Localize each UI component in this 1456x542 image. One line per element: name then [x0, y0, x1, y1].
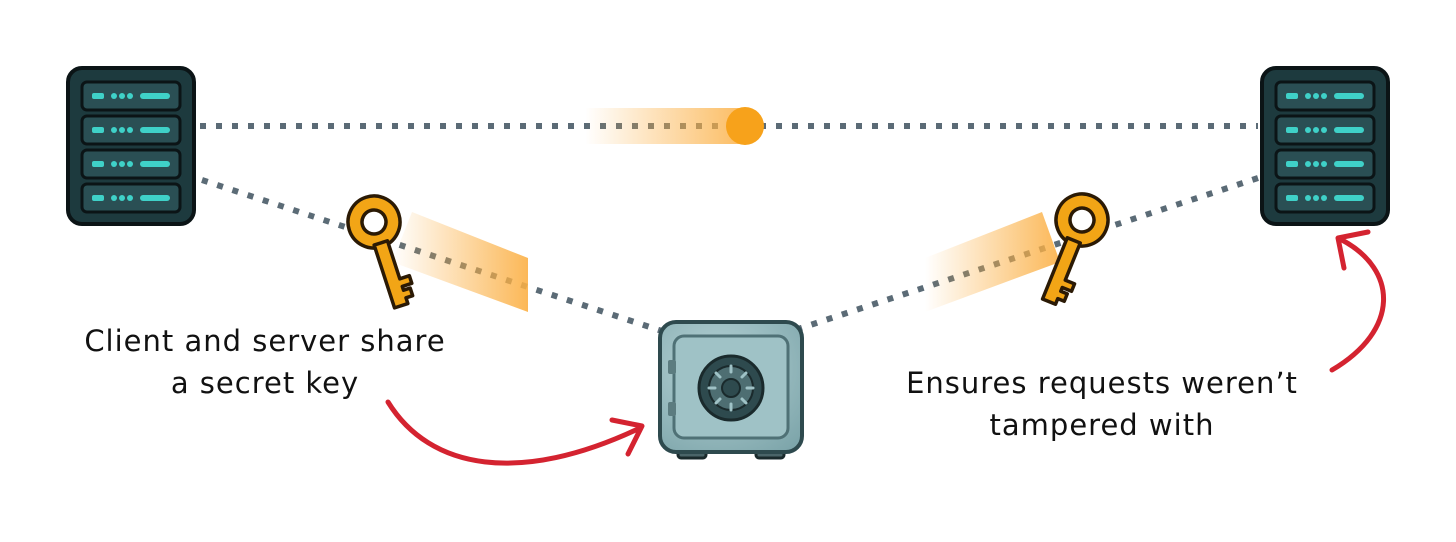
caption-left-line1: Client and server share: [84, 324, 446, 358]
caption-left-line2: a secret key: [170, 366, 360, 400]
caption-right-line1: Ensures requests weren’t: [906, 366, 1298, 400]
caption-right-line2: tampered with: [989, 408, 1215, 442]
caption-tamper-check: Ensures requests weren’t tampered with: [872, 362, 1332, 446]
arrow-to-vault: [385, 399, 645, 466]
key-icon: [925, 192, 1110, 312]
vault-safe-icon: [658, 320, 804, 460]
message-orb-icon: [585, 107, 764, 145]
arrow-to-server: [1329, 229, 1386, 373]
server-slots: [80, 80, 182, 214]
server-icon: [66, 66, 196, 226]
server-slots: [1274, 80, 1376, 214]
server-icon: [1260, 66, 1390, 226]
caption-shared-secret: Client and server share a secret key: [50, 320, 480, 404]
key-icon: [346, 194, 528, 312]
